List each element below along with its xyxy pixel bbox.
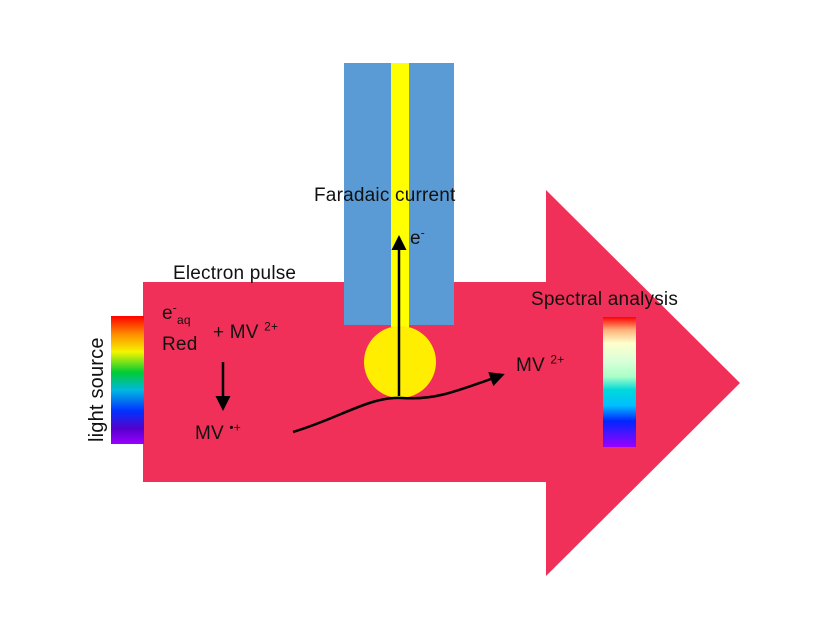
spectral-analysis-label: Spectral analysis [531, 289, 679, 310]
plus-mv-label: + MV 2+ [213, 319, 279, 343]
mv-charge-2plus: 2+ [264, 319, 279, 334]
solvated-electron-sub: aq [176, 312, 191, 327]
electron-pulse-label: Electron pulse [173, 263, 297, 284]
light-source-bar [111, 316, 144, 444]
solvated-electron-charge: - [172, 300, 177, 315]
mv-product-label: MV 2+ [516, 352, 565, 376]
mv-radical-text: MV [195, 423, 224, 444]
faradaic-current-label: Faradaic current [314, 185, 456, 206]
mv-product-text: MV [516, 355, 545, 376]
electrode-core [391, 63, 409, 350]
solvated-electron-base: e [162, 303, 173, 324]
electron-charge: - [420, 225, 425, 240]
plus-mv-text: + MV [213, 322, 259, 343]
mv-product-charge: 2+ [550, 352, 565, 367]
electron-label: e- [410, 225, 425, 249]
oxidation-curve-arrow [292, 372, 505, 434]
light-source-label: light source [86, 337, 108, 442]
beam-arrow [143, 190, 740, 576]
solvated-electron-label: e-aq [162, 300, 191, 326]
spectral-bar [603, 317, 636, 447]
mv-radical-label: MV •+ [195, 420, 241, 444]
electron-symbol: e [410, 228, 421, 249]
mv-radical-charge: •+ [229, 420, 241, 435]
red-label: Red [162, 334, 198, 355]
